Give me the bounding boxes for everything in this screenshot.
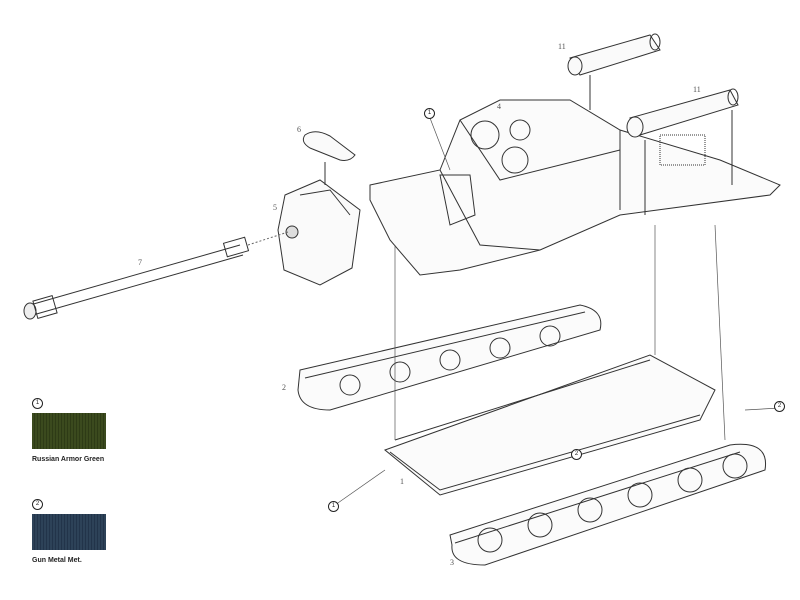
color-callout-hull-bottom: 1 bbox=[328, 501, 339, 512]
label-part-11b: 11 bbox=[693, 85, 701, 94]
right-track-part bbox=[449, 443, 767, 566]
color-callout-bottom-mid: 2 bbox=[571, 449, 582, 460]
swatch-gun-metal bbox=[32, 514, 106, 550]
label-part-11a: 11 bbox=[558, 42, 566, 51]
legend-name-2: Gun Metal Met. bbox=[32, 557, 82, 564]
color-callout-track-right: 2 bbox=[774, 401, 785, 412]
hull-bottom-part bbox=[383, 354, 716, 496]
mantlet-part bbox=[277, 179, 361, 286]
gun-barrel-part bbox=[23, 236, 250, 320]
legend-name-1: Russian Armor Green bbox=[32, 456, 105, 463]
fuel-drum-upper bbox=[567, 33, 661, 110]
upper-hull-part bbox=[369, 99, 781, 276]
label-part-4: 4 bbox=[497, 102, 501, 111]
left-track-part bbox=[297, 304, 602, 411]
label-part-1: 1 bbox=[400, 477, 404, 486]
fuel-drum-lower bbox=[626, 88, 739, 215]
swatch-russian-armor-green bbox=[32, 413, 106, 449]
color-callout-hull-top: 1 bbox=[424, 108, 435, 119]
legend-number-2: 2 bbox=[32, 499, 43, 510]
mantlet-cover-part bbox=[302, 131, 356, 161]
label-part-6: 6 bbox=[297, 125, 301, 134]
label-part-2: 2 bbox=[282, 383, 286, 392]
label-part-7: 7 bbox=[138, 258, 142, 267]
label-part-5: 5 bbox=[273, 203, 277, 212]
legend-number-1: 1 bbox=[32, 398, 43, 409]
label-part-3: 3 bbox=[450, 558, 454, 567]
